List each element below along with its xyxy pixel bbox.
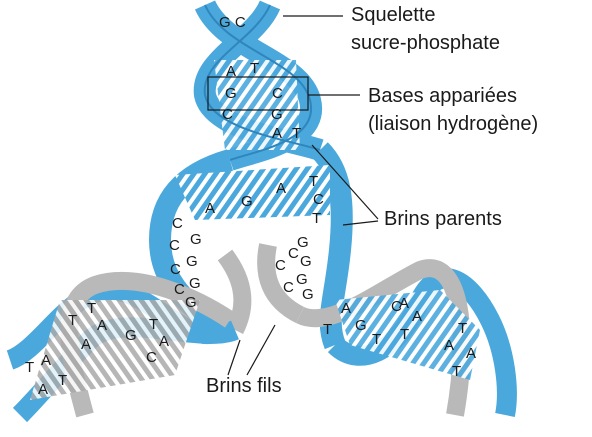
right-daughter-strand — [257, 243, 305, 324]
leader-parents-1 — [311, 144, 379, 220]
base-letter: T — [292, 125, 301, 142]
base-letter: G — [271, 106, 283, 123]
strand-b-edge — [203, 4, 321, 151]
base-letter: C — [222, 106, 233, 123]
left-rungs — [30, 300, 200, 400]
top-rungs — [214, 60, 300, 150]
label-parent-strands: Brins parents — [384, 208, 502, 230]
paired-bases-box — [207, 76, 309, 111]
right-rungs — [335, 290, 480, 380]
base-letter: C — [172, 215, 183, 232]
base-letter: A — [399, 295, 409, 312]
base-letter: T — [25, 359, 34, 376]
base-letter: T — [312, 210, 321, 227]
left-daughter-helix — [5, 272, 239, 423]
base-letter: A — [226, 63, 236, 80]
base-pair-gc-top: G C — [219, 14, 246, 31]
base-letter: T — [372, 331, 381, 348]
base-letter: C — [272, 85, 283, 102]
base-letter: A — [276, 180, 286, 197]
base-letter: C — [391, 298, 402, 315]
base-letter: A — [444, 337, 454, 354]
base-letter: T — [87, 300, 96, 317]
base-letter: G — [355, 317, 367, 334]
base-letter: T — [58, 372, 67, 389]
base-letter: A — [205, 200, 215, 217]
base-letter: T — [400, 326, 409, 343]
right-daughter-helix — [295, 259, 517, 417]
base-letter: T — [250, 60, 259, 77]
base-letter: A — [412, 308, 422, 325]
base-letter: C — [146, 349, 157, 366]
base-letter: C — [313, 191, 324, 208]
base-letter: G — [125, 327, 137, 344]
base-letter: G — [186, 253, 198, 270]
base-letter: T — [149, 316, 158, 333]
base-letter: G — [297, 234, 309, 251]
base-letters: G C A T G C C G A T A G A T C T C G C G … — [25, 14, 476, 398]
base-letter: C — [275, 257, 286, 274]
base-letter: G — [241, 193, 253, 210]
label-daughter-strands: Brins fils — [206, 375, 282, 397]
base-letter: C — [174, 281, 185, 298]
base-letter: G — [225, 85, 237, 102]
base-letter: A — [38, 381, 48, 398]
label-backbone-line2: sucre-phosphate — [351, 32, 500, 54]
fork-rungs — [175, 165, 330, 220]
label-backbone-line1: Squelette — [351, 4, 436, 26]
left-daughter-strand — [217, 249, 252, 335]
label-paired-line2: (liaison hydrogène) — [368, 113, 539, 135]
base-letter: A — [81, 336, 91, 353]
base-letter: A — [341, 300, 351, 317]
base-letter: G — [302, 286, 314, 303]
base-letter: T — [309, 173, 318, 190]
base-letter: C — [283, 279, 294, 296]
base-letter: G — [189, 275, 201, 292]
base-letter: T — [458, 320, 467, 337]
base-letter: C — [288, 245, 299, 262]
base-letter: T — [452, 363, 461, 380]
base-letter: G — [296, 271, 308, 288]
base-letter: G — [300, 253, 312, 270]
base-letter: C — [170, 261, 181, 278]
leader-daughters-2 — [246, 324, 276, 376]
leader-parents-2 — [342, 220, 379, 226]
base-letter: T — [68, 312, 77, 329]
parental-helix — [193, 0, 324, 171]
leader-daughters-1 — [227, 339, 241, 376]
base-letter: A — [97, 317, 107, 334]
base-letter: C — [169, 237, 180, 254]
leader-lines — [227, 15, 379, 376]
base-letter: T — [323, 321, 332, 338]
base-letter: G — [185, 294, 197, 311]
base-letter: G — [190, 231, 202, 248]
strand-a-edge — [204, 4, 313, 161]
base-letter: A — [159, 333, 169, 350]
base-letter: A — [466, 345, 476, 362]
base-letter: A — [272, 125, 282, 142]
label-paired-line1: Bases appariées — [368, 85, 517, 107]
base-letter: A — [41, 352, 51, 369]
